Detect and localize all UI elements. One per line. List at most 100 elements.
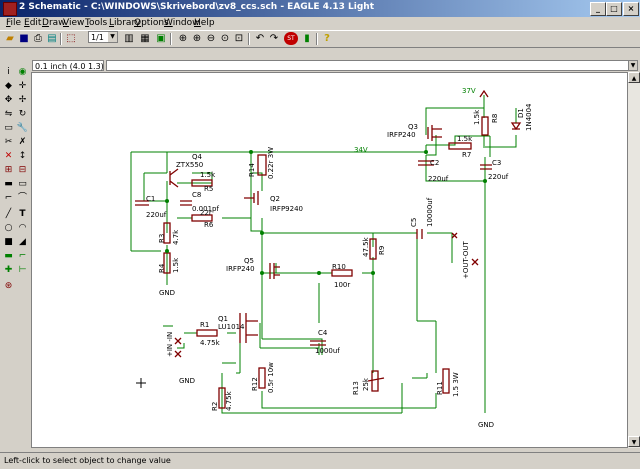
svg-text:10000uf: 10000uf — [426, 197, 434, 227]
svg-text:C8: C8 — [192, 191, 201, 199]
svg-text:1.5k: 1.5k — [457, 135, 473, 143]
svg-text:Q4: Q4 — [192, 153, 203, 161]
main-toolbar: ▰ ■ ⎙ ▤ ⬚ ▥ ▦ ▣ ⊕ ⊕ ⊖ ⊙ ⊡ ↶ ↷ ST ▮ ? — [0, 30, 640, 48]
stop-icon[interactable]: ST — [284, 32, 298, 45]
print-icon[interactable]: ⎙ — [34, 33, 42, 44]
redraw-icon[interactable]: ⊙ — [220, 33, 230, 44]
menu-edit[interactable]: Edit — [24, 18, 42, 28]
menu-draw[interactable]: Draw — [42, 18, 66, 28]
ulp-icon[interactable]: ▦ — [140, 33, 150, 44]
mosfet-q2 — [244, 191, 259, 205]
menu-options[interactable]: Options — [134, 18, 169, 28]
rail-label: 34V — [354, 146, 368, 154]
script-icon[interactable]: ▥ — [124, 33, 134, 44]
resistor-r9 — [369, 238, 377, 260]
zoom-select-icon[interactable]: ⊡ — [234, 33, 244, 44]
net-icon[interactable]: ⌐ — [18, 251, 27, 261]
info-icon[interactable]: i — [7, 67, 10, 77]
junction-icon[interactable]: ✚ — [4, 265, 13, 275]
open-icon[interactable]: ▰ — [6, 33, 14, 44]
grid-display: 0.1 inch (4.0 1.3) — [32, 60, 104, 71]
delete-icon[interactable]: ✗ — [18, 137, 27, 147]
svg-text:IRFP9240: IRFP9240 — [270, 205, 303, 213]
maximize-button[interactable]: □ — [606, 2, 622, 16]
text-icon[interactable]: T — [19, 209, 26, 219]
add-icon[interactable]: ✕ — [4, 151, 13, 161]
resistor-r5 — [191, 179, 213, 187]
board-icon[interactable]: ⬚ — [66, 33, 76, 44]
menu-help[interactable]: Help — [194, 18, 215, 28]
mirror-icon[interactable]: ⇋ — [4, 109, 13, 119]
mark-icon[interactable]: ✛ — [18, 81, 27, 91]
svg-text:0.5r 10w: 0.5r 10w — [267, 362, 275, 393]
scroll-up-button[interactable]: ▲ — [628, 72, 640, 83]
svg-text:1.5 3W: 1.5 3W — [452, 372, 460, 397]
svg-text:Q5: Q5 — [244, 257, 254, 265]
out-terminal-1 — [451, 232, 458, 239]
polygon-icon[interactable]: ◢ — [19, 237, 26, 247]
menu-bar: File Edit Draw View Tools Library Option… — [0, 17, 640, 30]
rotate-icon[interactable]: ↻ — [18, 109, 27, 119]
rect-icon[interactable]: ■ — [4, 237, 13, 247]
paste-icon[interactable]: ✂ — [4, 137, 13, 147]
schematic-canvas[interactable]: 34V 37V Q3 IRFP240 D1 1N4004 1.5k R8 1.5… — [31, 72, 628, 448]
erc-icon[interactable]: ⊛ — [4, 281, 13, 291]
svg-text:R7: R7 — [462, 151, 471, 159]
svg-text:4.75k: 4.75k — [200, 339, 221, 347]
resistor-r11 — [442, 368, 450, 394]
resistor-r7 — [448, 142, 472, 150]
move-icon[interactable]: ✥ — [4, 95, 13, 105]
out-label: +OUT-OUT — [462, 241, 470, 279]
name-icon[interactable]: ▬ — [4, 179, 13, 189]
save-icon[interactable]: ■ — [19, 33, 29, 44]
menu-file[interactable]: File — [6, 18, 22, 28]
sheet-select[interactable]: 1/1 ▼ — [88, 31, 118, 43]
resistor-r1 — [196, 329, 218, 337]
command-line-input[interactable] — [106, 60, 630, 71]
chevron-down-icon[interactable]: ▼ — [108, 32, 117, 42]
replace-icon[interactable]: ⊞ — [4, 165, 13, 175]
resistor-r3 — [163, 222, 171, 244]
vertical-scrollbar[interactable]: ▲ ▼ — [628, 72, 640, 448]
pinswap-icon[interactable]: ↕ — [18, 151, 27, 161]
app-icon[interactable] — [3, 2, 17, 16]
minimize-button[interactable]: _ — [590, 2, 606, 16]
display-icon[interactable]: ◆ — [5, 81, 12, 91]
zoom-in-icon[interactable]: ⊕ — [192, 33, 202, 44]
gateswap-icon[interactable]: ⊟ — [18, 165, 27, 175]
capacitor-c3 — [480, 164, 492, 170]
show-icon[interactable]: ◉ — [18, 67, 27, 77]
bus-icon[interactable]: ▬ — [4, 251, 13, 261]
circle-icon[interactable]: ○ — [4, 223, 13, 233]
resistor-r12 — [258, 367, 266, 389]
menu-view[interactable]: View — [63, 18, 85, 28]
out-terminal-2 — [471, 258, 479, 266]
change-icon[interactable]: 🔧 — [16, 123, 29, 133]
zoom-fit-icon[interactable]: ⊕ — [178, 33, 188, 44]
svg-text:R5: R5 — [204, 185, 213, 193]
zoom-out-icon[interactable]: ⊖ — [206, 33, 216, 44]
group-icon[interactable]: ▭ — [4, 123, 13, 133]
menu-tools[interactable]: Tools — [85, 18, 108, 28]
value-icon[interactable]: ▭ — [18, 179, 27, 189]
menu-library[interactable]: Library — [109, 18, 141, 28]
menu-window[interactable]: Window — [164, 18, 200, 28]
close-button[interactable]: × — [623, 2, 639, 16]
undo-icon[interactable]: ↶ — [255, 33, 265, 44]
help-icon[interactable]: ? — [324, 33, 330, 44]
chevron-down-icon[interactable]: ▼ — [628, 60, 638, 71]
svg-text:22r: 22r — [200, 209, 212, 217]
redo-icon[interactable]: ↷ — [269, 33, 279, 44]
label-icon[interactable]: ⊢ — [18, 265, 27, 275]
arc-icon[interactable]: ◠ — [18, 223, 27, 233]
copy-icon[interactable]: ✢ — [18, 95, 27, 105]
scroll-down-button[interactable]: ▼ — [628, 436, 640, 447]
drc-icon[interactable]: ▣ — [156, 33, 166, 44]
cam-icon[interactable]: ▤ — [47, 33, 57, 44]
miter-icon[interactable]: ⌒ — [17, 193, 27, 203]
go-icon[interactable]: ▮ — [304, 33, 310, 44]
split-icon[interactable]: ⌐ — [4, 193, 13, 203]
resistor-r10 — [331, 269, 353, 277]
wire-icon[interactable]: ╱ — [5, 209, 12, 219]
svg-text:IRFP240: IRFP240 — [226, 265, 255, 273]
